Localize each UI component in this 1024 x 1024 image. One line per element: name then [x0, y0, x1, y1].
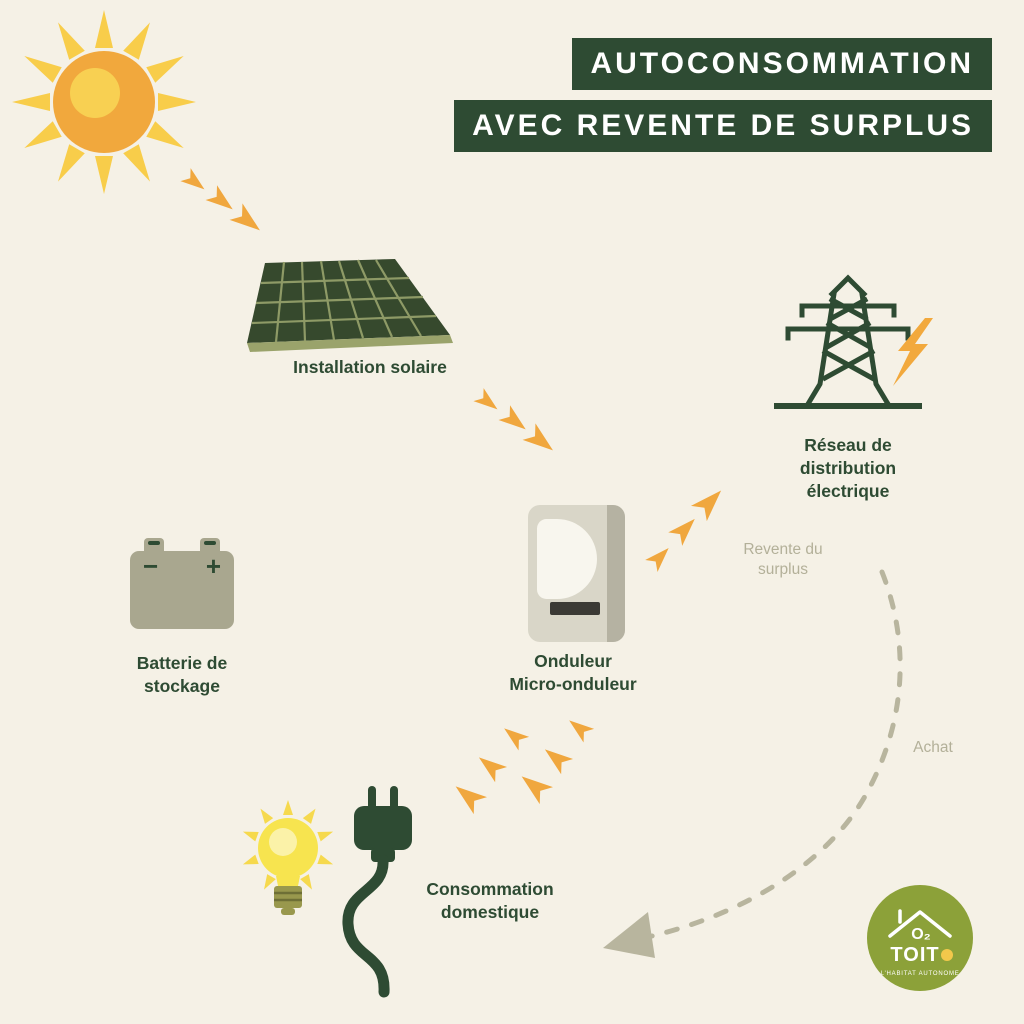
label-domestic-consumption: Consommation domestique: [426, 879, 554, 922]
battery-terminal-left: [144, 538, 164, 555]
inverter-icon: [528, 505, 625, 642]
label-purchase-flow: Achat: [913, 739, 953, 756]
transmission-tower-icon: [774, 274, 933, 409]
flow-arrows-sun-to-panel-icon: [180, 168, 267, 239]
logo-house-icon: [888, 909, 952, 938]
lightning-bolt-icon: [893, 318, 933, 386]
battery-plus-sign: +: [205, 551, 221, 581]
title-banner-line2: AVEC REVENTE DE SURPLUS: [454, 100, 992, 152]
inverter-display-slot: [550, 602, 600, 615]
logo-sun-icon: [941, 949, 953, 961]
o2toit-logo: O₂ TOIT L'HABITAT AUTONOME: [864, 882, 976, 999]
battery-terminal-right: [200, 538, 220, 555]
dashed-arrowhead-icon: [603, 912, 655, 958]
flow-arrows-panel-to-inverter-icon: [473, 388, 560, 459]
light-bulb-icon: [241, 800, 335, 915]
logo-name-text: TOIT: [890, 944, 939, 966]
flow-arrows-inverter-to-grid-icon: [645, 482, 730, 572]
label-inverter: Onduleur Micro-onduleur: [509, 651, 637, 694]
title-banner-line1: AUTOCONSOMMATION: [572, 38, 992, 90]
logo-tagline-text: L'HABITAT AUTONOME: [880, 971, 959, 977]
battery-icon: − +: [130, 538, 234, 630]
label-distribution-grid: Réseau de distribution électrique: [799, 435, 897, 501]
battery-minus-sign: −: [143, 551, 159, 581]
logo-o2-text: O₂: [911, 926, 931, 943]
label-solar-installation: Installation solaire: [293, 357, 447, 377]
sun-icon: [12, 10, 196, 194]
battery-body: − +: [130, 551, 234, 629]
inverter-front-panel: [537, 519, 597, 599]
flow-arrows-inverter-to-home-right-icon: [515, 714, 595, 805]
power-plug-icon: [342, 786, 412, 998]
inverter-side-band: [607, 505, 625, 642]
solar-panel-icon: [247, 259, 453, 352]
label-resale-flow: Revente du surplus: [743, 541, 823, 579]
label-storage-battery: Batterie de stockage: [136, 653, 228, 696]
